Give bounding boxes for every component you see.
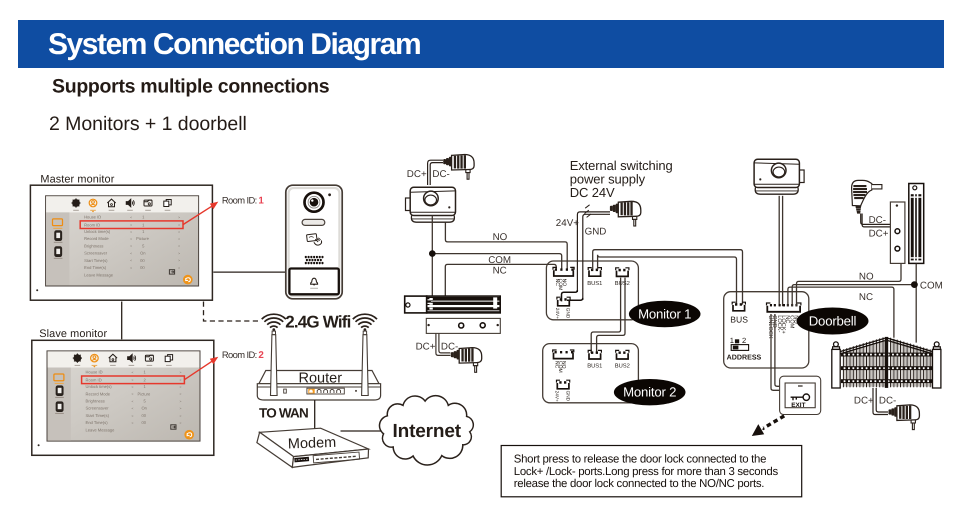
svg-text:DC 24V: DC 24V xyxy=(570,185,615,200)
svg-text:COM: COM xyxy=(789,315,795,328)
svg-text:LOCK-: LOCK- xyxy=(776,315,782,332)
svg-text:Supports multiple connections: Supports multiple connections xyxy=(52,76,330,98)
svg-text:Room ID:: Room ID: xyxy=(222,349,257,360)
svg-text:TO WAN: TO WAN xyxy=(259,405,308,420)
svg-text:DC-: DC- xyxy=(432,169,449,180)
svg-text:Lock+ /Lock- ports.Long press: Lock+ /Lock- ports.Long press for more t… xyxy=(514,466,779,478)
svg-text:Router: Router xyxy=(299,370,343,386)
svg-text:release the door lock connecte: release the door lock connected to the N… xyxy=(514,478,764,490)
svg-text:Doorbell: Doorbell xyxy=(809,313,857,328)
svg-text:24V+: 24V+ xyxy=(556,218,579,229)
svg-text:2.4G Wifi: 2.4G Wifi xyxy=(285,312,350,331)
svg-text:NC: NC xyxy=(859,292,873,303)
svg-text:power supply: power supply xyxy=(570,172,646,187)
svg-text:System Connection Diagram: System Connection Diagram xyxy=(48,28,420,61)
svg-text:NO: NO xyxy=(493,232,508,243)
svg-text:GND: GND xyxy=(565,391,571,402)
svg-text:24V+: 24V+ xyxy=(555,391,561,402)
svg-text:Monitor 2: Monitor 2 xyxy=(623,385,676,400)
svg-text:COM: COM xyxy=(488,255,511,266)
svg-text:NC: NC xyxy=(554,361,560,368)
svg-text:2: 2 xyxy=(144,377,147,382)
svg-text:Internet: Internet xyxy=(393,421,462,442)
svg-text:Room ID:: Room ID: xyxy=(222,194,257,205)
svg-text:NO: NO xyxy=(859,272,874,283)
svg-text:BUS1: BUS1 xyxy=(587,362,602,369)
svg-text:External switching: External switching xyxy=(570,158,673,173)
svg-text:DC-: DC- xyxy=(879,395,896,406)
svg-text:1: 1 xyxy=(142,222,145,227)
svg-text:GND: GND xyxy=(585,226,607,237)
svg-text:DC+: DC+ xyxy=(407,169,427,180)
svg-text:Modem: Modem xyxy=(288,435,337,453)
svg-text:EXIT: EXIT xyxy=(791,402,805,409)
svg-text:COM: COM xyxy=(920,280,943,291)
svg-text:LOCK+: LOCK+ xyxy=(781,315,787,334)
svg-text:BUS: BUS xyxy=(730,315,748,325)
svg-text:Slave monitor: Slave monitor xyxy=(39,328,107,340)
svg-text:24V+: 24V+ xyxy=(555,308,561,319)
svg-text:BUS2: BUS2 xyxy=(615,362,630,369)
svg-text:2: 2 xyxy=(742,336,746,345)
svg-text:GND: GND xyxy=(566,308,572,319)
svg-text:DC+: DC+ xyxy=(869,228,889,239)
svg-text:DC+: DC+ xyxy=(416,341,436,352)
svg-text:BUS2: BUS2 xyxy=(615,280,630,287)
svg-text:1: 1 xyxy=(258,195,264,206)
svg-text:NO: NO xyxy=(562,279,568,287)
svg-text:Master monitor: Master monitor xyxy=(40,173,114,185)
svg-text:NC: NC xyxy=(554,279,560,286)
svg-text:NO: NO xyxy=(793,315,799,324)
svg-text:DC-: DC- xyxy=(441,341,458,352)
svg-text:1: 1 xyxy=(730,336,734,345)
svg-text:Short press to release the doo: Short press to release the door lock con… xyxy=(514,454,766,466)
svg-text:2 Monitors + 1 doorbell: 2 Monitors + 1 doorbell xyxy=(49,113,247,135)
svg-text:2: 2 xyxy=(258,350,264,361)
svg-text:DC-: DC- xyxy=(869,215,886,226)
svg-text:Monitor 1: Monitor 1 xyxy=(638,306,691,321)
svg-text:NC: NC xyxy=(785,315,791,323)
svg-text:NC: NC xyxy=(493,266,507,277)
svg-text:NO: NO xyxy=(561,361,567,369)
svg-text:DC+: DC+ xyxy=(854,395,874,406)
svg-text:COM: COM xyxy=(557,361,563,373)
svg-text:BUS1: BUS1 xyxy=(587,280,602,287)
svg-text:ADDRESS: ADDRESS xyxy=(727,353,762,361)
svg-text:COM: COM xyxy=(558,279,564,291)
